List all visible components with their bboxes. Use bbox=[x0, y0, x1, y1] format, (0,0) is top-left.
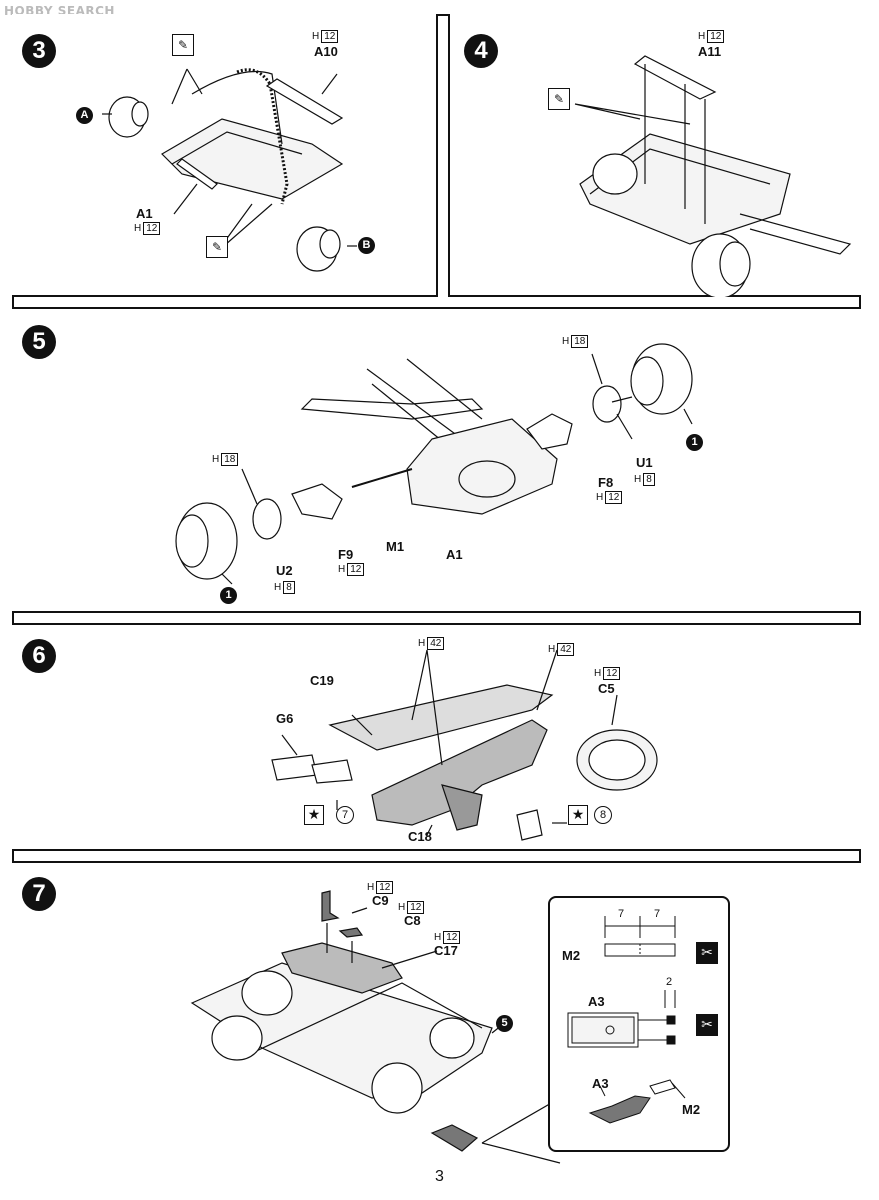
part-label-c8: C8 bbox=[404, 913, 421, 928]
cut-icon: ✂ bbox=[696, 1014, 718, 1036]
part-label-m2-bottom: M2 bbox=[682, 1102, 701, 1117]
step-4-number: 4 bbox=[464, 34, 498, 68]
part-label-u1: U1 bbox=[636, 455, 653, 470]
step-7-detail-inset: ✂ ✂ 7 7 M2 2 A3 A3 M2 bbox=[548, 896, 730, 1152]
marker-1-left: 1 bbox=[220, 587, 237, 604]
decal-star-icon: ★ bbox=[568, 805, 588, 825]
dimension-a3: 2 bbox=[666, 976, 673, 988]
step-6-number: 6 bbox=[22, 639, 56, 673]
step-5-number: 5 bbox=[22, 325, 56, 359]
part-label-m1: M1 bbox=[386, 539, 405, 554]
part-label-a1: A1 bbox=[136, 206, 153, 221]
decal-number-7: 7 bbox=[336, 806, 354, 824]
ref-step-5-marker: 5 bbox=[496, 1015, 513, 1032]
step-5-drawing bbox=[175, 343, 693, 585]
marker-a: A bbox=[76, 107, 93, 124]
page-number: 3 bbox=[0, 1168, 879, 1186]
part-label-c19: C19 bbox=[310, 673, 334, 688]
part-label-a3-top: A3 bbox=[588, 994, 605, 1009]
dimension-left: 7 bbox=[618, 908, 625, 920]
step-3-drawing bbox=[102, 68, 357, 272]
part-label-a11: A11 bbox=[698, 44, 722, 59]
part-label-u2: U2 bbox=[276, 563, 293, 578]
part-label-c17: C17 bbox=[434, 943, 458, 958]
dimension-right: 7 bbox=[654, 908, 661, 920]
step-3-number: 3 bbox=[22, 34, 56, 68]
part-label-f9: F9 bbox=[338, 547, 354, 562]
glue-icon: ✎ bbox=[548, 88, 570, 110]
part-label-a1: A1 bbox=[446, 547, 463, 562]
marker-1-right: 1 bbox=[686, 434, 703, 451]
glue-icon: ✎ bbox=[206, 236, 228, 258]
part-label-c9: C9 bbox=[372, 893, 389, 908]
inset-drawing bbox=[567, 916, 686, 1124]
part-label-c18: C18 bbox=[408, 829, 432, 844]
step-4-drawing bbox=[574, 55, 852, 297]
part-label-c5: C5 bbox=[598, 681, 615, 696]
step-7-drawing bbox=[190, 890, 561, 1164]
part-label-f8: F8 bbox=[598, 475, 614, 490]
part-label-g6: G6 bbox=[276, 711, 294, 726]
cut-icon: ✂ bbox=[696, 942, 718, 964]
glue-icon: ✎ bbox=[172, 34, 194, 56]
decal-star-icon: ★ bbox=[304, 805, 324, 825]
marker-b: B bbox=[358, 237, 375, 254]
part-label-a3-bottom: A3 bbox=[592, 1076, 609, 1091]
decal-number-8: 8 bbox=[594, 806, 612, 824]
part-label-a10: A10 bbox=[314, 44, 338, 59]
part-label-m2: M2 bbox=[562, 948, 581, 963]
step-7-number: 7 bbox=[22, 877, 56, 911]
step-6-drawing bbox=[271, 649, 658, 841]
